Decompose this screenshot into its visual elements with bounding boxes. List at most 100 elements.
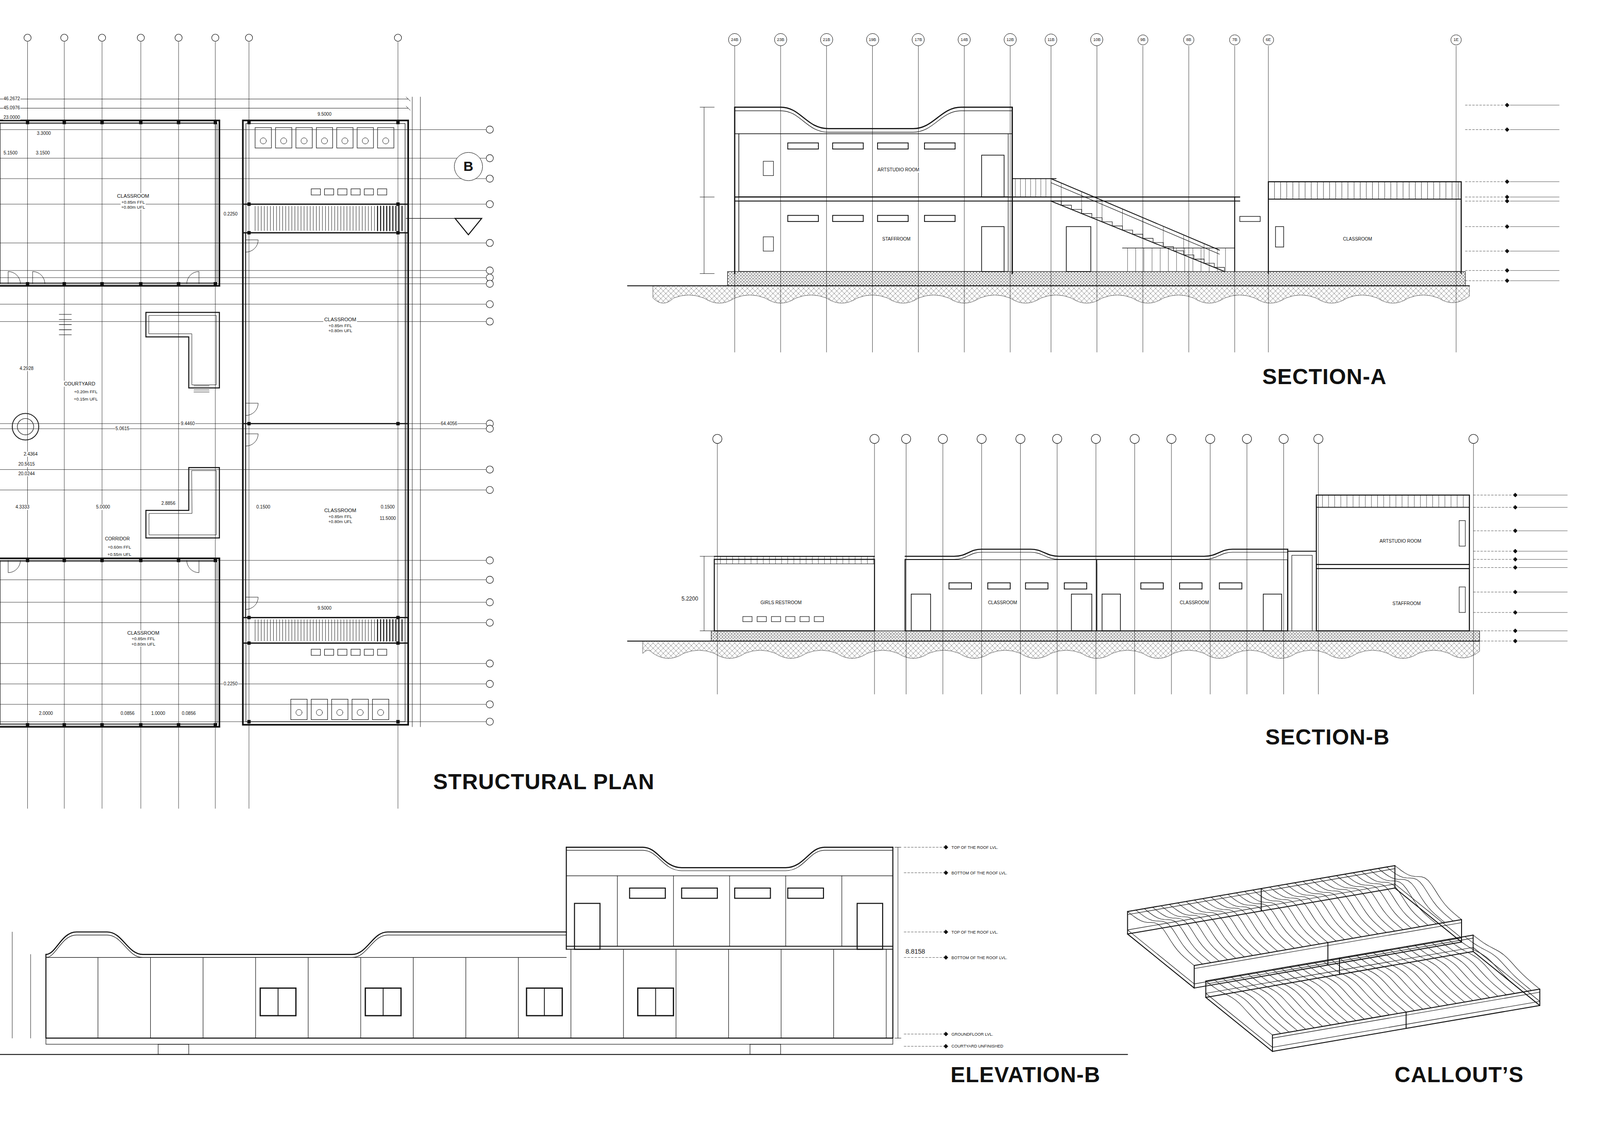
truss-member <box>1456 495 1458 508</box>
mullion <box>277 987 279 1016</box>
sink-symbol <box>324 188 334 195</box>
grid-line <box>27 41 28 808</box>
stair-tread <box>401 619 403 641</box>
level-note: TOP OF THE ROOF LVL. <box>950 929 999 934</box>
roof-rib <box>1311 879 1378 934</box>
wall <box>0 561 216 724</box>
grid-bubble <box>901 434 911 444</box>
mullion <box>543 987 545 1016</box>
pilaster <box>202 956 204 1038</box>
text-holder: CLASSROOM+0.85m FFL+0.80m UFL <box>323 316 358 333</box>
room-name: CLASSROOM <box>323 316 358 323</box>
text-holder: 12B <box>1005 37 1015 43</box>
level-line <box>1518 558 1568 560</box>
stair-tread <box>401 206 403 231</box>
grid-bubble: 8B <box>1183 34 1195 46</box>
fountain <box>12 413 39 440</box>
dimension-text: 0.1500 <box>380 504 396 511</box>
roof-rib <box>1264 970 1331 1025</box>
dimension-text: 23.0000 <box>3 114 21 121</box>
text-holder: 9B <box>1139 37 1147 43</box>
roof-rib <box>1319 878 1387 933</box>
stair-tread <box>325 619 326 641</box>
level-line <box>1473 630 1513 631</box>
ground-line <box>627 285 1470 287</box>
baluster <box>1192 247 1194 272</box>
grid-line <box>0 204 486 205</box>
level-marker <box>1513 557 1518 562</box>
stair-tread <box>276 619 277 641</box>
level-line <box>1510 270 1560 271</box>
text-holder: 21B <box>822 37 832 43</box>
roof-rib <box>1397 947 1465 1002</box>
level-line <box>904 931 944 932</box>
door-swing <box>186 560 200 573</box>
view-title: CALLOUT’S <box>1394 1062 1525 1088</box>
level-marker <box>943 1043 948 1048</box>
bottom-rail <box>1272 1001 1540 1048</box>
pilaster <box>780 948 782 1038</box>
pilaster <box>675 948 677 1038</box>
level-note: BOTTOM OF THE ROOF LVL. <box>950 869 1008 875</box>
truss-member <box>1415 181 1416 200</box>
plinth <box>46 1037 894 1044</box>
truss-member <box>824 556 825 564</box>
roof-rib <box>1414 944 1482 999</box>
level-note: COURTYARD UNFINISHED <box>950 1043 1004 1048</box>
pilaster <box>885 948 887 1038</box>
roof-rib <box>1297 964 1365 1019</box>
bottom-rail <box>1127 929 1195 984</box>
stair-tread <box>368 619 369 641</box>
level-marker <box>943 844 948 849</box>
stair-tread <box>331 619 333 641</box>
roof-rib <box>1277 885 1345 940</box>
sink-symbol <box>364 649 374 655</box>
door-swing <box>32 271 46 284</box>
window <box>949 582 972 589</box>
grid-bubble <box>211 34 220 42</box>
level-note: BOTTOM OF THE ROOF LVL. <box>950 954 1008 960</box>
truss-member <box>1450 495 1452 508</box>
text-holder: 8B <box>1185 37 1193 43</box>
window <box>260 987 296 1016</box>
roof-rib <box>1244 890 1311 946</box>
truss-member <box>836 556 838 564</box>
level-line <box>1510 250 1560 252</box>
grid-bubble <box>486 200 494 208</box>
truss-member <box>1378 181 1379 200</box>
stair-tread <box>266 619 268 641</box>
truss-member <box>1395 495 1396 508</box>
truss-member <box>1347 181 1349 200</box>
window <box>877 215 909 222</box>
stair-tread <box>303 206 305 231</box>
stair-roof <box>1287 550 1317 552</box>
door <box>574 903 600 950</box>
level-line <box>1518 506 1568 508</box>
roof-rib <box>1214 979 1281 1034</box>
grid-line <box>1318 444 1319 695</box>
stair-tread <box>294 206 296 231</box>
window <box>924 143 956 149</box>
planter <box>145 467 220 538</box>
level-line <box>1518 630 1568 631</box>
grid-line <box>102 41 103 808</box>
truss-member <box>1346 495 1348 508</box>
level-note: +0.80m UFL <box>327 518 354 524</box>
door-swing <box>8 560 21 573</box>
wall <box>0 557 220 727</box>
dimension-text: 2.0000 <box>38 710 54 716</box>
stair-tread <box>383 206 384 231</box>
baluster <box>1216 247 1218 272</box>
pilaster <box>465 956 466 1038</box>
truss-member <box>1389 495 1391 508</box>
stair-tread <box>374 619 375 641</box>
truss-member <box>1352 495 1354 508</box>
window <box>787 887 824 898</box>
grid-label: 11B <box>1046 37 1056 43</box>
grid-bubble: 12B <box>1003 33 1017 47</box>
view-title: STRUCTURAL PLAN <box>432 769 655 795</box>
grid-line <box>1057 444 1058 695</box>
level-marker <box>1513 548 1518 553</box>
level-note: +0.85m FFL <box>327 513 353 519</box>
sink-symbol <box>742 616 752 622</box>
